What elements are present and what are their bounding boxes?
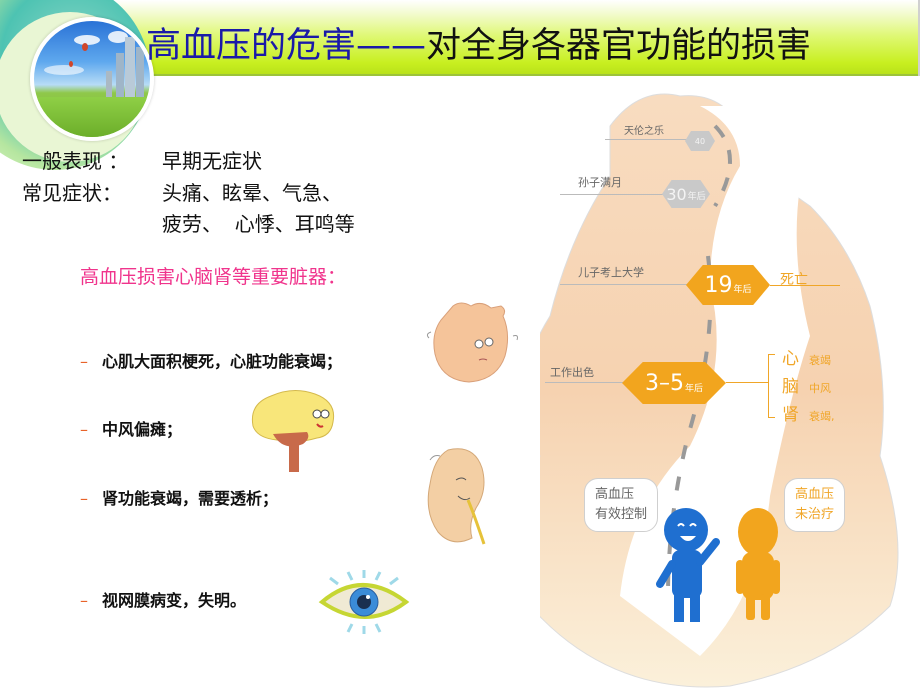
organ-consequences: 心衰竭 脑中风 肾衰竭, [782,346,835,430]
milestone-label: 工作出色 [550,366,594,379]
milestone-badge: 40 [685,131,715,151]
bullet-text: 视网膜病变，失明。 [102,591,247,610]
heart-icon [426,302,518,383]
milestone-label: 天伦之乐 [624,126,664,137]
title-bar-edge [918,0,920,76]
title-sub: 对全身各器官功能的损害 [426,26,812,66]
milestone-label: 孙子满月 [578,176,622,189]
landscape-logo-icon [30,17,154,141]
page-title: 高血压的危害——对全身各器官功能的损害 [146,24,811,68]
controlled-person-icon [656,508,720,622]
general-symptom-value: 早期无症状 [162,149,262,173]
brain-icon [251,390,335,472]
bullet-heart: –心肌大面积梗死，心脏功能衰竭； [80,348,342,372]
bullet-dash: – [80,489,88,508]
common-symptom-line2: 疲劳、 心悸、耳鸣等 [162,212,355,236]
common-symptom-label: 常见症状： [22,181,122,205]
consequence-brain: 脑中风 [782,377,831,397]
bullet-brain: –中风偏瘫； [80,416,182,440]
common-symptom-line1: 头痛、眩晕、气急、 [162,181,342,205]
death-label: 死亡 [780,272,808,288]
bullet-text: 心肌大面积梗死，心脏功能衰竭； [102,352,343,371]
bullet-eye: –视网膜病变，失明。 [80,587,246,611]
kidney-icon [427,448,486,545]
bullet-dash: – [80,352,88,371]
title-main: 高血压的危害—— [146,26,427,66]
consequence-heart: 心衰竭 [782,349,831,369]
bubble-controlled: 高血压有效控制 [584,478,659,532]
bubble-untreated: 高血压未治疗 [784,478,846,532]
untreated-person-icon [736,508,780,620]
bullet-dash: – [80,420,88,439]
milestone-label: 儿子考上大学 [578,266,644,279]
bullet-dash: – [80,591,88,610]
general-symptom-label: 一般表现 ： [22,149,129,173]
consequence-kidney: 肾衰竭, [782,405,835,425]
bullet-text: 肾功能衰竭，需要透析； [102,489,279,508]
eye-icon [318,570,410,634]
organs-heading: 高血压损害心脑肾等重要脏器： [80,266,347,288]
bullet-kidney: –肾功能衰竭，需要透析； [80,485,278,509]
title-bar [0,0,918,76]
bullet-text: 中风偏瘫； [102,420,183,439]
